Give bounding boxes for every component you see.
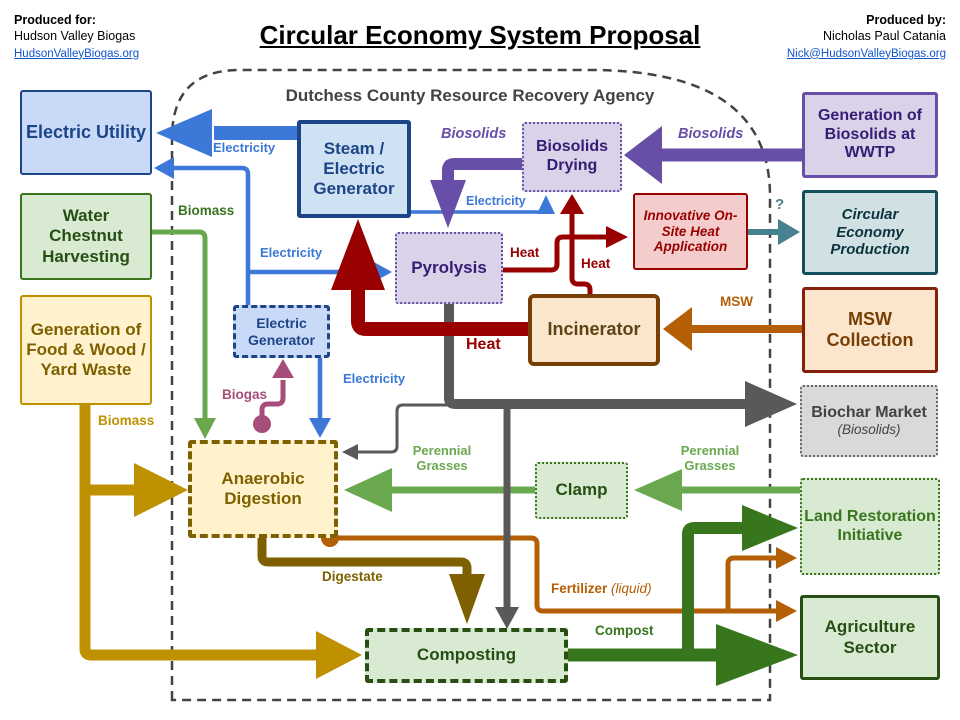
- label-compost: Compost: [595, 623, 654, 638]
- flow-electricity-steamgen-to-utility: [156, 109, 297, 157]
- flow-biogas-digestion-to-generator: [253, 359, 294, 433]
- flow-electricity-generator-to-utility: [154, 157, 251, 306]
- produced-for-link[interactable]: HudsonValleyBiogas.org: [14, 47, 140, 60]
- node-agriculture-sector: Agriculture Sector: [800, 595, 940, 680]
- node-msw-collection: MSW Collection: [802, 287, 938, 373]
- flow-digestate-digestion-to-composting: [257, 537, 485, 624]
- node-electric-utility: Electric Utility: [20, 90, 152, 175]
- flow-heat-incinerator-to-drying: [560, 194, 593, 294]
- flow-electricity-generator-to-digestion: [309, 358, 331, 438]
- flow-perennial-clamp-to-digestion: [344, 468, 535, 512]
- label-perennial-right: Perennial Grasses: [680, 443, 740, 474]
- node-biosolids-drying: Biosolids Drying: [522, 122, 622, 192]
- agency-boundary-outline: [170, 68, 772, 702]
- label-fertilizer: Fertilizer (liquid): [551, 581, 652, 596]
- label-electricity-to-utility: Electricity: [213, 140, 276, 155]
- label-perennial-left: Perennial Grasses: [412, 443, 472, 474]
- node-circular-economy-production: Circular Economy Production: [802, 190, 938, 275]
- label-electricity-to-drying: Electricity: [466, 194, 526, 208]
- label-heat-incinerator: Heat: [581, 256, 611, 271]
- produced-for-block: Produced for: Hudson Valley Biogas Hudso…: [14, 12, 139, 61]
- flow-perennial-landrestoration-to-clamp: [634, 469, 800, 511]
- flow-fertilizer-branch-to-land-restoration: [725, 547, 797, 611]
- node-food-wood-yard-waste: Generation of Food & Wood / Yard Waste: [20, 295, 152, 405]
- label-question-mark: ?: [775, 196, 785, 213]
- node-clamp: Clamp: [535, 462, 628, 519]
- node-anaerobic-digestion: Anaerobic Digestion: [188, 440, 338, 538]
- node-incinerator: Incinerator: [528, 294, 660, 366]
- produced-for-name: Hudson Valley Biogas: [14, 29, 136, 44]
- node-land-restoration-initiative: Land Restoration Initiative: [800, 478, 940, 575]
- label-biomass-food: Biomass: [98, 413, 155, 428]
- label-electricity-to-digestion: Electricity: [343, 371, 406, 386]
- label-biomass-chestnut: Biomass: [178, 203, 235, 218]
- flow-biochar-branch-to-composting: [495, 404, 519, 629]
- biochar-market-sublabel: (Biosolids): [837, 422, 901, 438]
- label-biogas: Biogas: [222, 387, 268, 402]
- produced-by-heading: Produced by:: [866, 13, 946, 27]
- page-title: Circular Economy System Proposal: [259, 20, 701, 50]
- produced-by-block: Produced by: Nicholas Paul Catania Nick@…: [787, 12, 946, 61]
- label-heat-pyrolysis: Heat: [510, 245, 540, 260]
- flow-compost-branch-to-land-restoration: [682, 505, 798, 655]
- flow-heat-pyrolysis-to-onsite-application: [503, 226, 628, 273]
- label-digestate: Digestate: [322, 569, 383, 584]
- label-biosolids-from-wwtp: Biosolids: [678, 126, 744, 142]
- flow-biosolids-wwtp-to-drying: [624, 126, 802, 184]
- flow-heat-incinerator-to-steamgen: [331, 219, 528, 336]
- node-innovative-onsite-heat: Innovative On-Site Heat Application: [633, 193, 748, 270]
- node-water-chestnut-harvesting: Water Chestnut Harvesting: [20, 193, 152, 280]
- biochar-market-label: Biochar Market: [811, 403, 927, 421]
- label-biosolids-to-pyrolysis: Biosolids: [441, 126, 507, 142]
- flow-biosolids-drying-to-pyrolysis: [430, 158, 522, 228]
- label-electricity-to-pyrolysis: Electricity: [260, 245, 323, 260]
- node-steam-electric-generator: Steam / Electric Generator: [297, 120, 411, 218]
- node-electric-generator: Electric Generator: [233, 305, 330, 358]
- biogas-port-dot: [253, 415, 271, 433]
- agency-boundary-label: Dutchess County Resource Recovery Agency: [285, 86, 655, 105]
- flow-biomass-foodwaste-to-composting: [79, 404, 362, 679]
- flow-msw-collection-to-incinerator: [663, 307, 802, 351]
- produced-for-heading: Produced for:: [14, 13, 96, 27]
- node-composting: Composting: [365, 628, 568, 683]
- label-heat-main: Heat: [466, 336, 501, 353]
- node-biochar-market: Biochar Market (Biosolids): [800, 385, 938, 457]
- flow-biomass-foodwaste-to-digestion: [85, 463, 188, 517]
- flow-onsite-heat-to-circular-economy: [748, 219, 800, 245]
- produced-by-name: Nicholas Paul Catania: [823, 29, 946, 44]
- flow-biomass-chestnut-to-digestion: [152, 229, 216, 439]
- label-msw: MSW: [720, 294, 753, 309]
- node-biosolids-wwtp: Generation of Biosolids at WWTP: [802, 92, 938, 178]
- flow-biochar-branch-to-digestion: [342, 403, 449, 460]
- flow-electricity-steamgen-to-drying: [411, 195, 555, 214]
- node-pyrolysis: Pyrolysis: [395, 232, 503, 304]
- produced-by-link[interactable]: Nick@HudsonValleyBiogas.org: [786, 47, 946, 60]
- label-fertilizer-qualifier: (liquid): [611, 581, 652, 596]
- flow-biochar-pyrolysis-to-market: [444, 303, 797, 427]
